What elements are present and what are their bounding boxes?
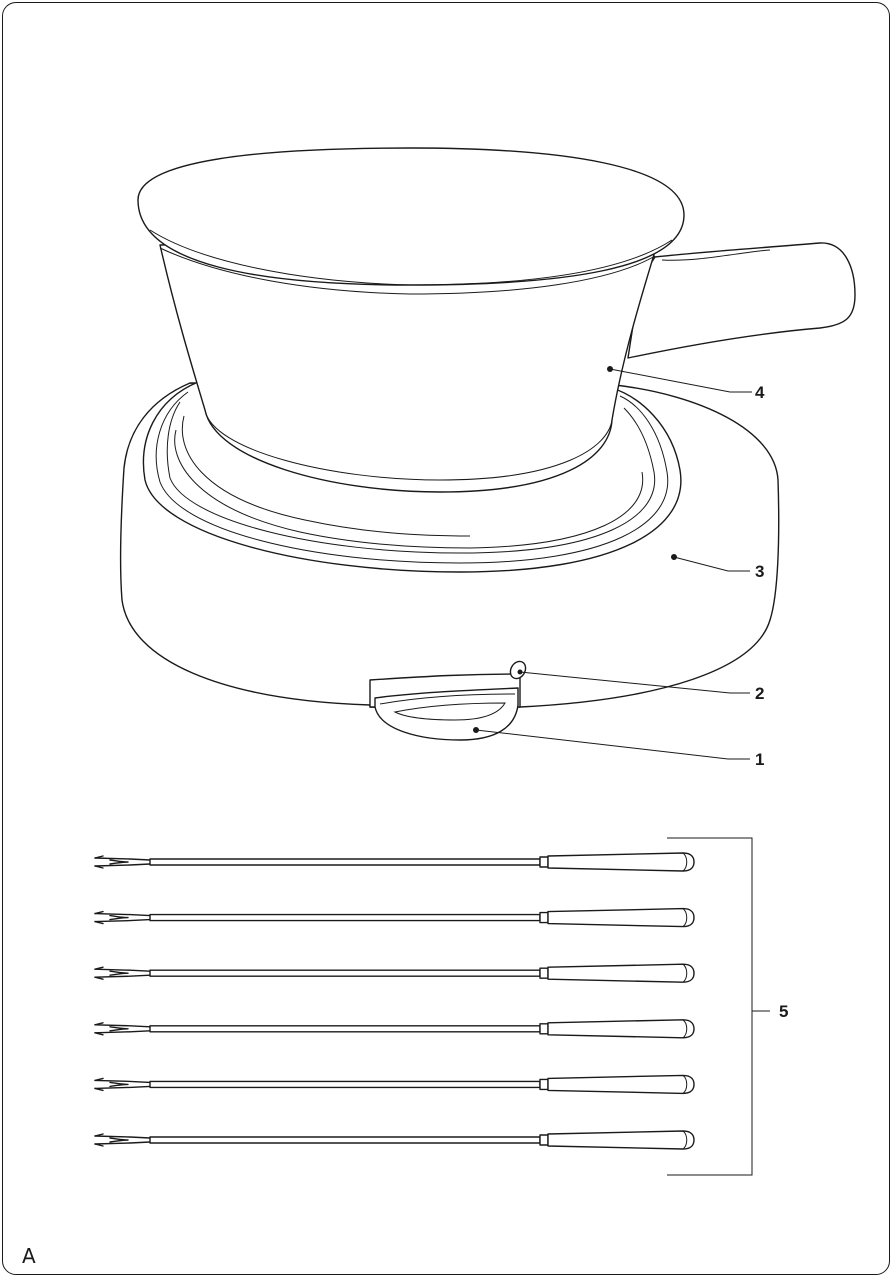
indicator-light-part (509, 660, 527, 680)
callout-5: 5 (779, 1002, 788, 1021)
forks-bracket (667, 837, 753, 1176)
forks-group (94, 852, 695, 1150)
leader-line-1 (475, 729, 750, 760)
fondue-fork (94, 1019, 695, 1039)
leader-line-2 (519, 671, 750, 694)
leader-line-3 (673, 556, 750, 572)
fondue-fork (94, 1074, 695, 1095)
leader-lines (473, 366, 770, 1176)
button-part (374, 687, 519, 741)
callout-3: 3 (755, 562, 764, 581)
fondue-fork (94, 1130, 695, 1150)
callout-1: 1 (755, 750, 764, 769)
fondue-fork (94, 907, 695, 928)
callout-2: 2 (755, 684, 764, 703)
leader-line-4 (609, 368, 752, 393)
fondue-fork (94, 852, 695, 872)
fondue-fork (94, 963, 695, 983)
callout-4: 4 (755, 383, 765, 402)
figure-letter: A (22, 1244, 36, 1268)
pot-unit (137, 147, 856, 493)
